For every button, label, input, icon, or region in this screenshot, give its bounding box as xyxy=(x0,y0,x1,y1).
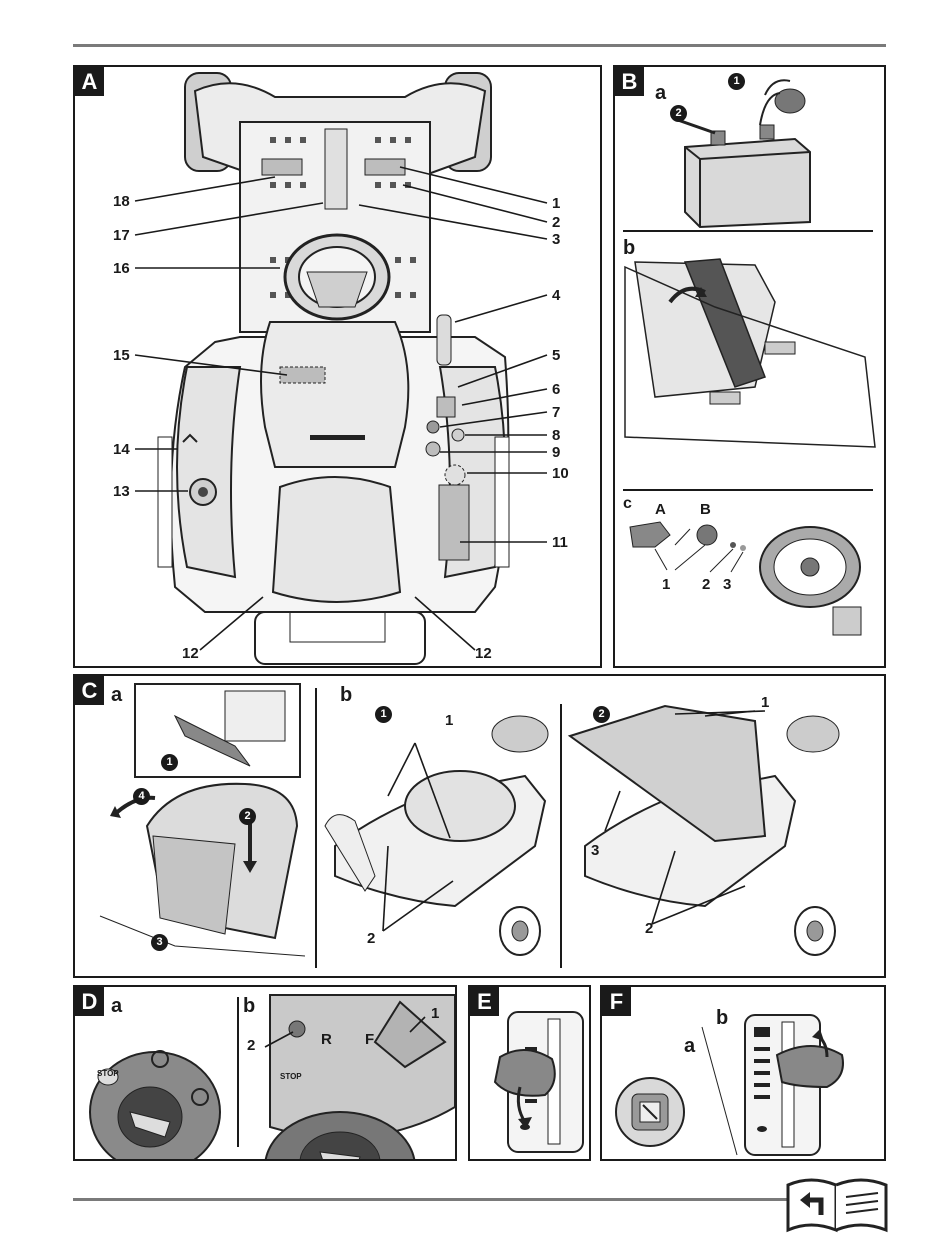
panel-c-badge: C xyxy=(75,676,104,705)
d-callout-2: 2 xyxy=(247,1037,256,1054)
panel-a-badge: A xyxy=(75,67,104,96)
callout-12-left: 12 xyxy=(182,645,199,662)
panel-e-badge: E xyxy=(470,987,499,1016)
callout-7: 7 xyxy=(552,404,561,421)
callout-11: 11 xyxy=(552,534,568,551)
c-step-1: 1 xyxy=(161,754,178,771)
panel-c-sub-b: b xyxy=(340,684,353,706)
panel-b-divider-1 xyxy=(623,230,873,232)
c-step-4: 4 xyxy=(133,788,150,805)
c-step-2: 2 xyxy=(239,808,256,825)
panel-c-divider-2 xyxy=(560,704,562,968)
callout-6: 6 xyxy=(552,381,561,398)
tractor-top-view-illustration xyxy=(134,72,548,665)
c-b1-callout-1: 1 xyxy=(445,712,454,729)
panel-f-sub-b: b xyxy=(716,1007,729,1029)
callout-15: 15 xyxy=(113,347,130,364)
panel-d: D a b STOP STOP R F 1 2 xyxy=(73,985,457,1161)
parking-brake-and-cruise-illustration xyxy=(615,1014,844,1156)
panel-d-sub-b: b xyxy=(243,995,256,1017)
battery-and-steering-illustration xyxy=(624,79,876,636)
stop-label-b: STOP xyxy=(280,1072,302,1081)
mower-deck-illustration xyxy=(99,683,840,957)
callout-3: 3 xyxy=(552,231,561,248)
c-b2-callout-3: 3 xyxy=(591,842,600,859)
c-b-step-1: 1 xyxy=(375,706,392,723)
callout-12-right: 12 xyxy=(475,645,492,662)
c-callout-3: 3 xyxy=(723,576,732,593)
panel-f-sub-a: a xyxy=(684,1035,696,1057)
panel-b-badge: B xyxy=(615,67,644,96)
panel-b-sub-b: b xyxy=(623,237,636,259)
c-b1-callout-2: 2 xyxy=(367,930,376,947)
step-marker-1: 1 xyxy=(728,73,745,90)
panel-d-badge: D xyxy=(75,987,104,1016)
manual-book-icon xyxy=(786,1178,888,1233)
stop-label-a: STOP xyxy=(97,1069,119,1078)
panel-b: B a b c 1 2 A xyxy=(613,65,886,668)
callout-9: 9 xyxy=(552,444,561,461)
c-step-3: 3 xyxy=(151,934,168,951)
callout-5: 5 xyxy=(552,347,561,364)
callout-10: 10 xyxy=(552,465,569,482)
reverse-label: R xyxy=(321,1031,332,1048)
top-rule xyxy=(73,44,886,47)
panel-c: C a b xyxy=(73,674,886,978)
c-callout-1: 1 xyxy=(662,576,671,593)
panel-b-divider-2 xyxy=(623,489,873,491)
part-label-b: B xyxy=(700,501,711,518)
callout-2: 2 xyxy=(552,214,561,231)
d-callout-1: 1 xyxy=(431,1005,440,1022)
panel-c-sub-a: a xyxy=(111,684,123,706)
callout-16: 16 xyxy=(113,260,130,277)
panel-f-badge: F xyxy=(602,987,631,1016)
panel-c-divider-1 xyxy=(315,688,317,968)
forward-label: F xyxy=(365,1031,375,1048)
panel-b-sub-a: a xyxy=(655,82,667,104)
panel-a: A xyxy=(73,65,602,668)
callout-18: 18 xyxy=(113,193,130,210)
callout-4: 4 xyxy=(552,287,561,304)
c-b2-callout-1: 1 xyxy=(761,694,770,711)
c-callout-2: 2 xyxy=(702,576,711,593)
c-b-step-2: 2 xyxy=(593,706,610,723)
step-marker-2: 2 xyxy=(670,105,687,122)
panel-f: F a b xyxy=(600,985,886,1161)
callout-1: 1 xyxy=(552,195,561,212)
panel-d-divider xyxy=(237,997,239,1147)
callout-8: 8 xyxy=(552,427,561,444)
callout-17: 17 xyxy=(113,227,130,244)
ignition-switch-illustration xyxy=(89,994,455,1159)
panel-e: E xyxy=(468,985,591,1161)
callout-14: 14 xyxy=(113,441,130,458)
panel-b-sub-c: c xyxy=(623,495,632,512)
c-b2-callout-2: 2 xyxy=(645,920,654,937)
part-label-a: A xyxy=(655,501,666,518)
bottom-rule xyxy=(73,1198,793,1201)
panel-d-sub-a: a xyxy=(111,995,123,1017)
throttle-lever-illustration xyxy=(493,1011,584,1153)
callout-13: 13 xyxy=(113,483,130,500)
